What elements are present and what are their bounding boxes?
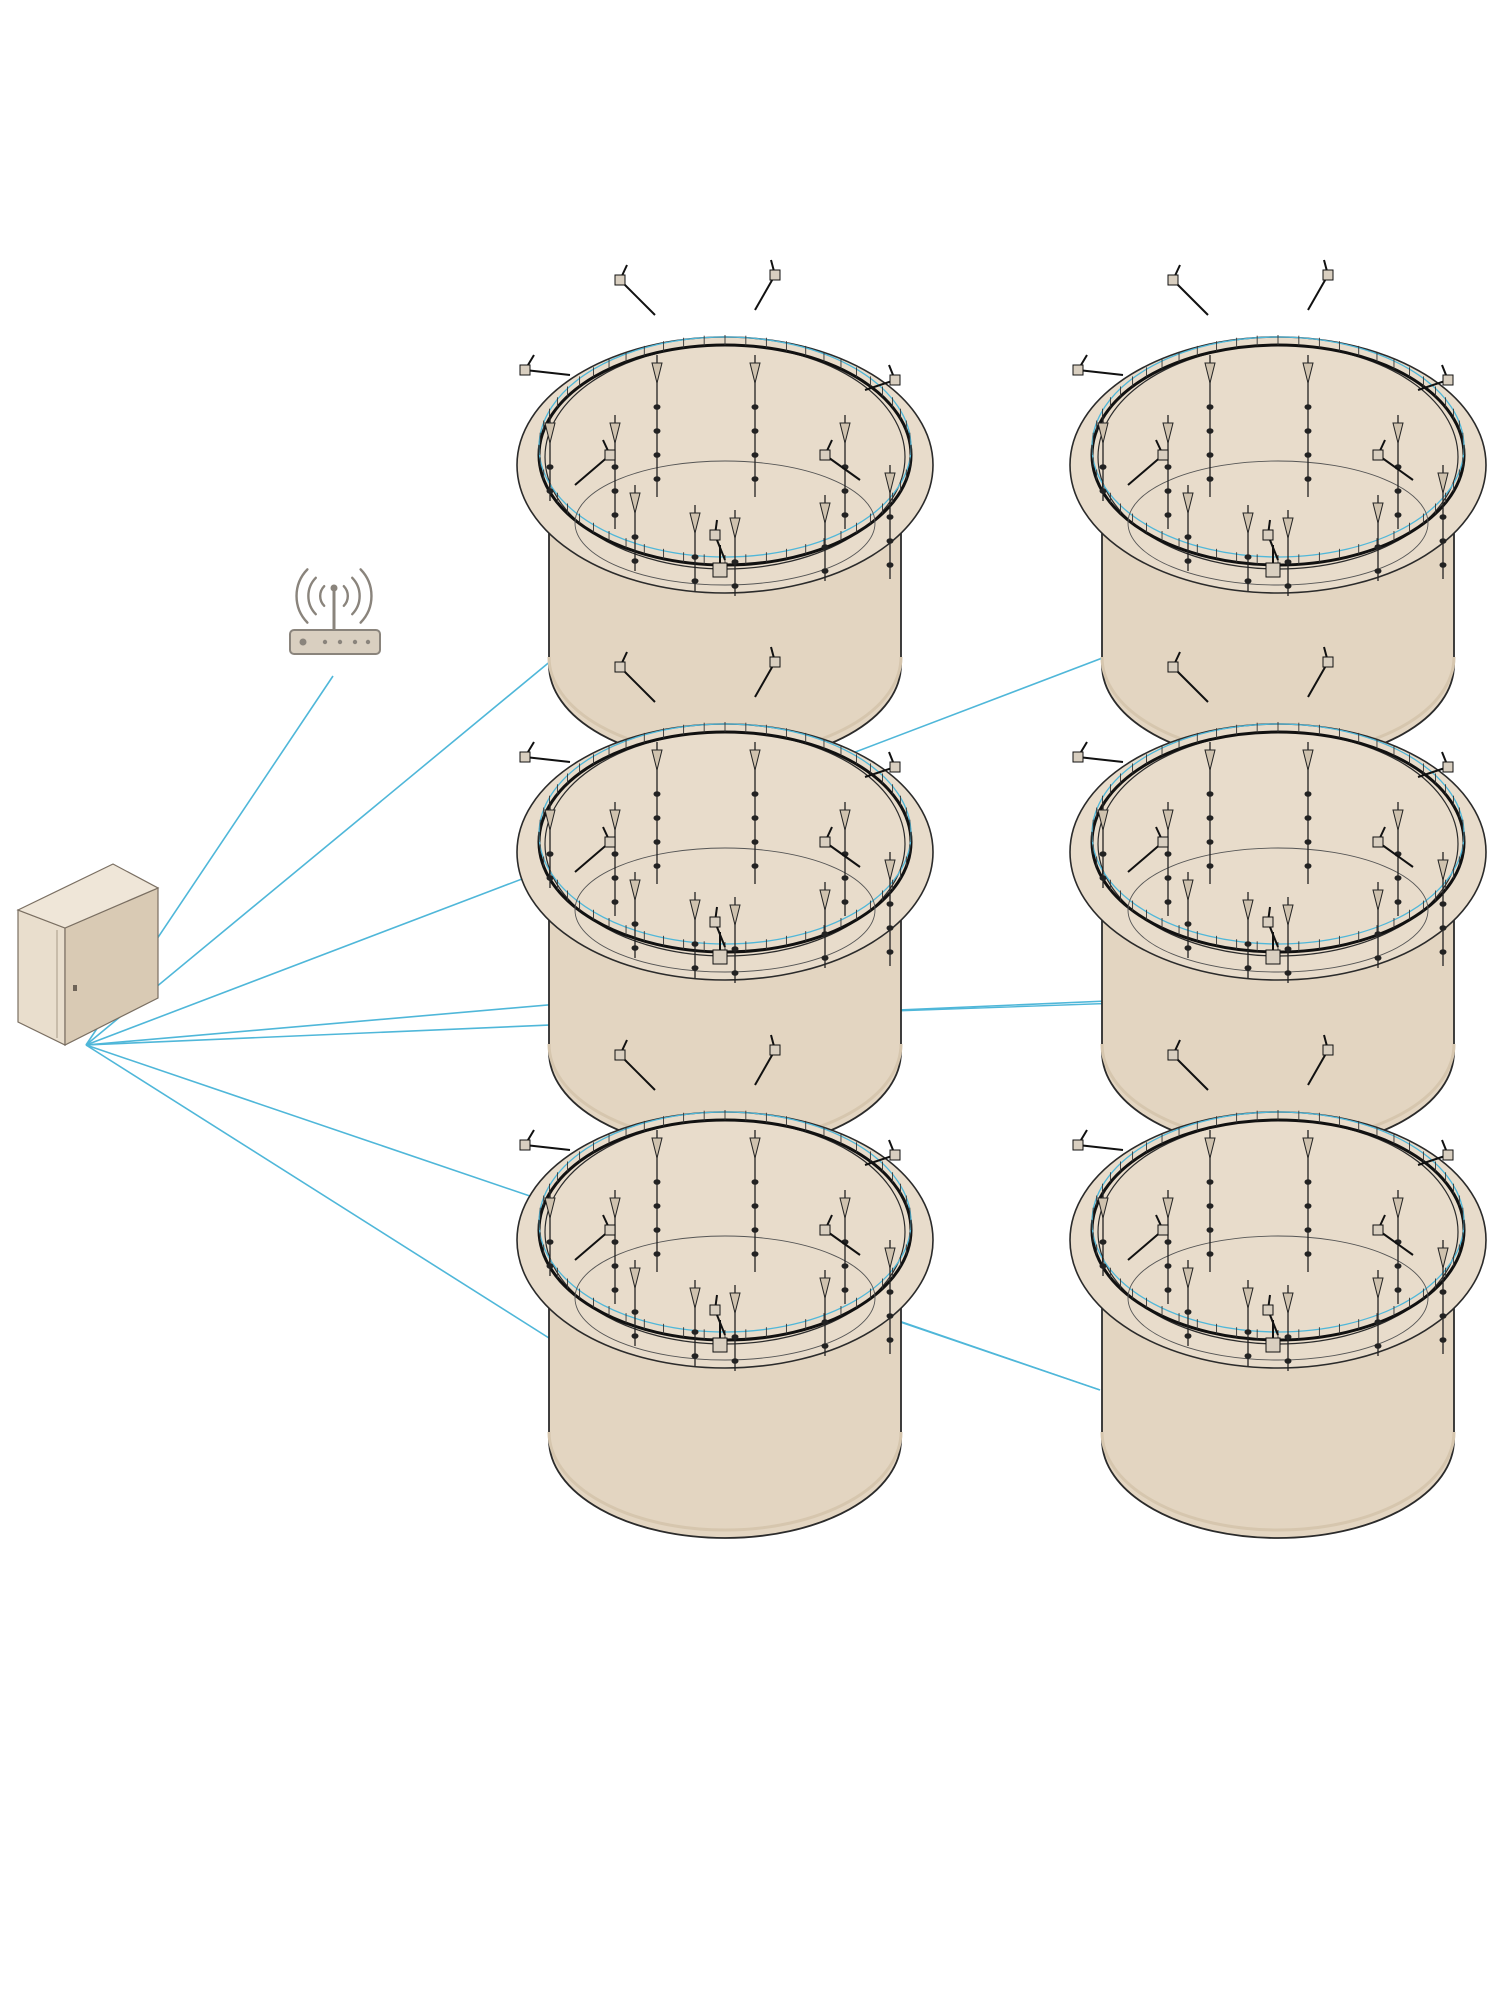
tank-4: [1069, 646, 1487, 1151]
tank-2: [1069, 259, 1487, 764]
cable-1: [85, 611, 611, 1046]
tank-6: [1069, 1034, 1487, 1539]
tank-1: [516, 259, 934, 764]
cable-5: [85, 1044, 561, 1346]
control-cabinet-icon: [16, 863, 160, 1046]
wifi-router-icon: [289, 568, 381, 655]
cable-3: [85, 999, 606, 1046]
tank-5: [516, 1034, 934, 1539]
tank-3: [516, 646, 934, 1151]
